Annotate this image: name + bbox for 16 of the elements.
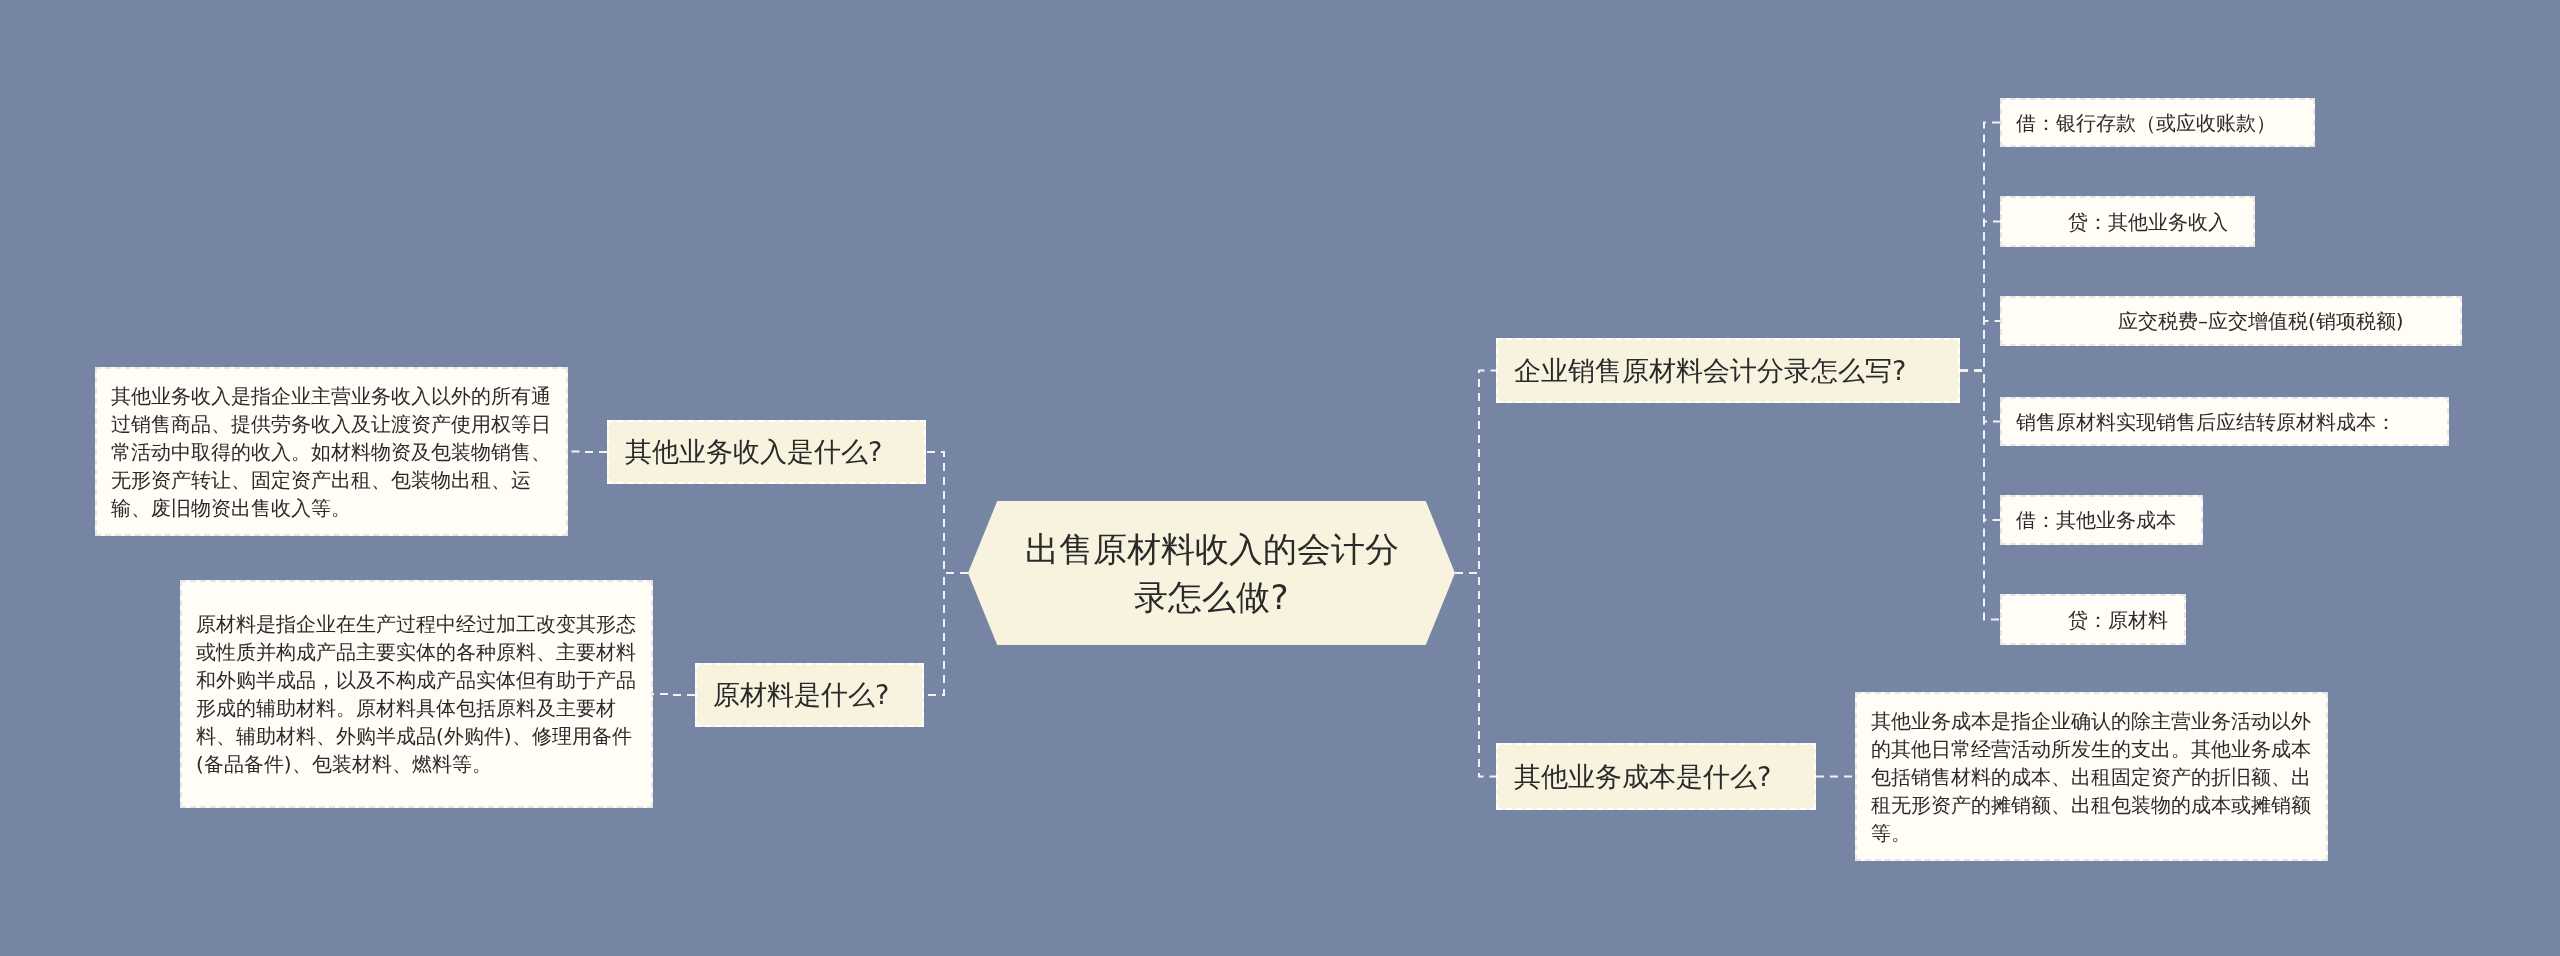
connector-line [1454, 572, 1497, 778]
topic-box: 企业销售原材料会计分录怎么写? [1496, 338, 1960, 403]
entry-box: 应交税费–应交增值税(销项税额) [2000, 296, 2462, 346]
entry-box: 贷：其他业务收入 [2000, 196, 2255, 247]
note-box: 其他业务收入是指企业主营业务收入以外的所有通过销售商品、提供劳务收入及让渡资产使用权等日常活动中取得的收入。如材料物资及包装物销售、无形资产转让、固定资产出租、包装物出租、运输、废旧物资出售收入等。 [95, 367, 568, 536]
entry-box: 借：其他业务成本 [2000, 495, 2203, 545]
entry-box: 贷：原材料 [2000, 594, 2186, 645]
central-topic-hexagon: 出售原材料收入的会计分录怎么做? [968, 501, 1455, 645]
entry-box: 借：银行存款（或应收账款） [2000, 98, 2315, 147]
connector-line [1959, 369, 2001, 621]
note-box: 其他业务成本是指企业确认的除主营业务活动以外的其他日常经营活动所发生的支出。其他业务成本包括销售材料的成本、出租固定资产的折旧额、出租无形资产的摊销额、出租包装物的成本或摊销额等。 [1855, 692, 2328, 861]
entry-box: 销售原材料实现销售后应结转原材料成本： [2000, 397, 2449, 446]
topic-box: 其他业务收入是什么? [607, 420, 926, 484]
note-box: 原材料是指企业在生产过程中经过加工改变其形态或性质并构成产品主要实体的各种原料、主要材料和外购半成品，以及不构成产品实体但有助于产品形成的辅助材料。原材料具体包括原料及主要材料、辅助材料、外购半成品(外购件)、修理用备件(备品备件)、包装材料、燃料等。 [180, 580, 653, 808]
topic-box: 其他业务成本是什么? [1496, 743, 1816, 810]
topic-box: 原材料是什么? [695, 663, 924, 727]
